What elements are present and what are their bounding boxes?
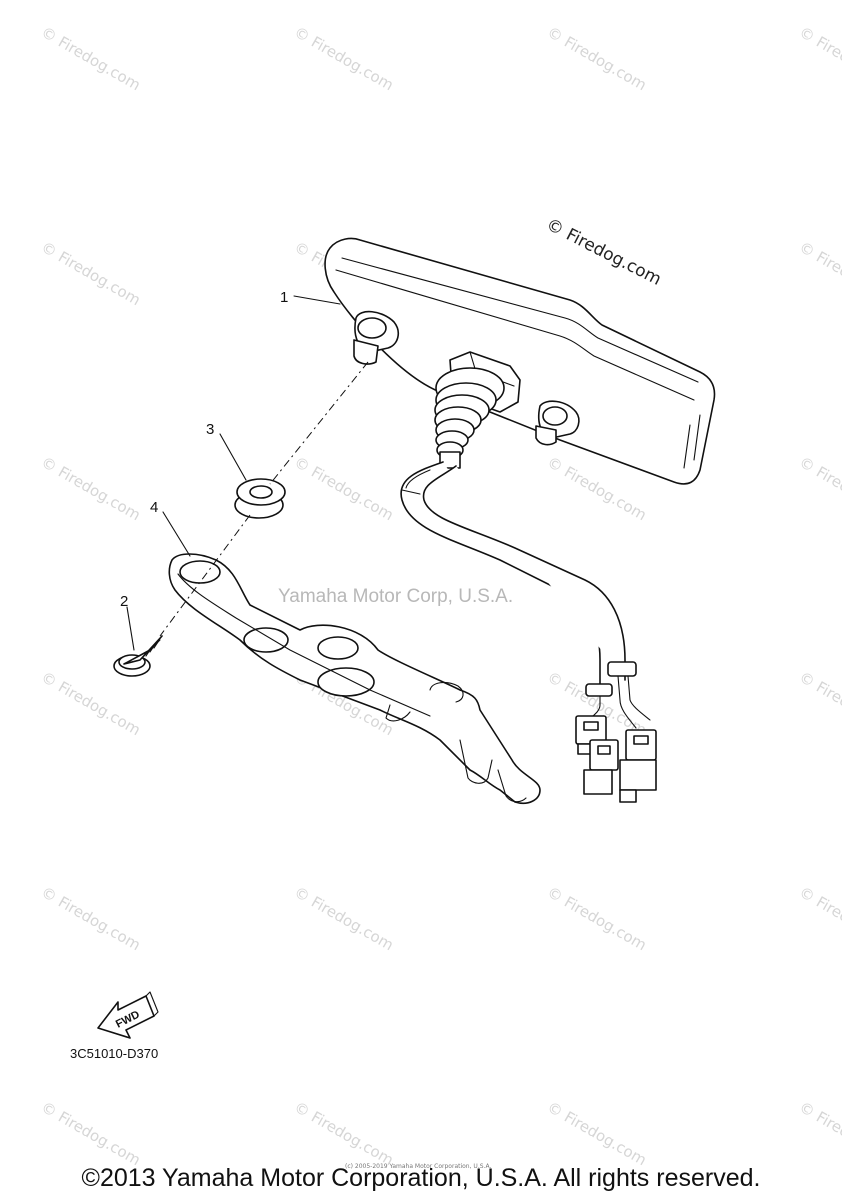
watermark-text: © Firedog.com [796, 1098, 842, 1169]
part-code: 3C51010-D370 [70, 1046, 158, 1061]
firedog-label: © Firedog.com [543, 215, 665, 290]
leader-line-4 [162, 511, 191, 557]
watermark-text: © Firedog.com [796, 453, 842, 524]
watermark-text: © Firedog.com [291, 23, 397, 94]
callout-label-4: 4 [150, 499, 158, 516]
watermark-text: © Firedog.com [796, 883, 842, 954]
fwd-arrow: FWD [97, 991, 159, 1039]
leader-line-2 [126, 606, 135, 651]
copyright-footer: ©2013 Yamaha Motor Corporation, U.S.A. A… [82, 1164, 761, 1192]
watermark-text: © Firedog.com [38, 1098, 144, 1169]
leader-line-3 [219, 433, 247, 481]
callout-label-1: 1 [280, 289, 288, 306]
grommet [234, 478, 286, 519]
watermark-text: © Firedog.com [291, 453, 397, 524]
leader-line-1 [293, 295, 341, 305]
callout-label-3: 3 [206, 421, 214, 438]
watermark-text: © Firedog.com [38, 668, 144, 739]
meter-assembly [324, 237, 716, 485]
watermark-text: © Firedog.com [544, 883, 650, 954]
small-notice: (c) 2005-2019 Yamaha Motor Corporation, … [345, 1163, 491, 1170]
callout-label-2: 2 [120, 593, 128, 610]
screw [113, 635, 163, 677]
watermark-text: © Firedog.com [796, 668, 842, 739]
watermark-text: © Firedog.com [544, 1098, 650, 1169]
watermark-text: © Firedog.com [291, 883, 397, 954]
watermark-text: © Firedog.com [38, 883, 144, 954]
corp-watermark: Yamaha Motor Corp, U.S.A. [278, 586, 513, 607]
wire-harness [400, 461, 657, 803]
watermark-text: © Firedog.com [291, 1098, 397, 1169]
bracket [168, 553, 541, 805]
watermark-text: © Firedog.com [796, 238, 842, 309]
watermark-text: © Firedog.com [38, 453, 144, 524]
watermark-text: © Firedog.com [38, 23, 144, 94]
watermark-text: © Firedog.com [796, 23, 842, 94]
watermark-text: © Firedog.com [544, 23, 650, 94]
assembly-centerline-upper [269, 361, 369, 485]
assembly-centerline-lower [159, 514, 251, 637]
watermark-text: © Firedog.com [38, 238, 144, 309]
